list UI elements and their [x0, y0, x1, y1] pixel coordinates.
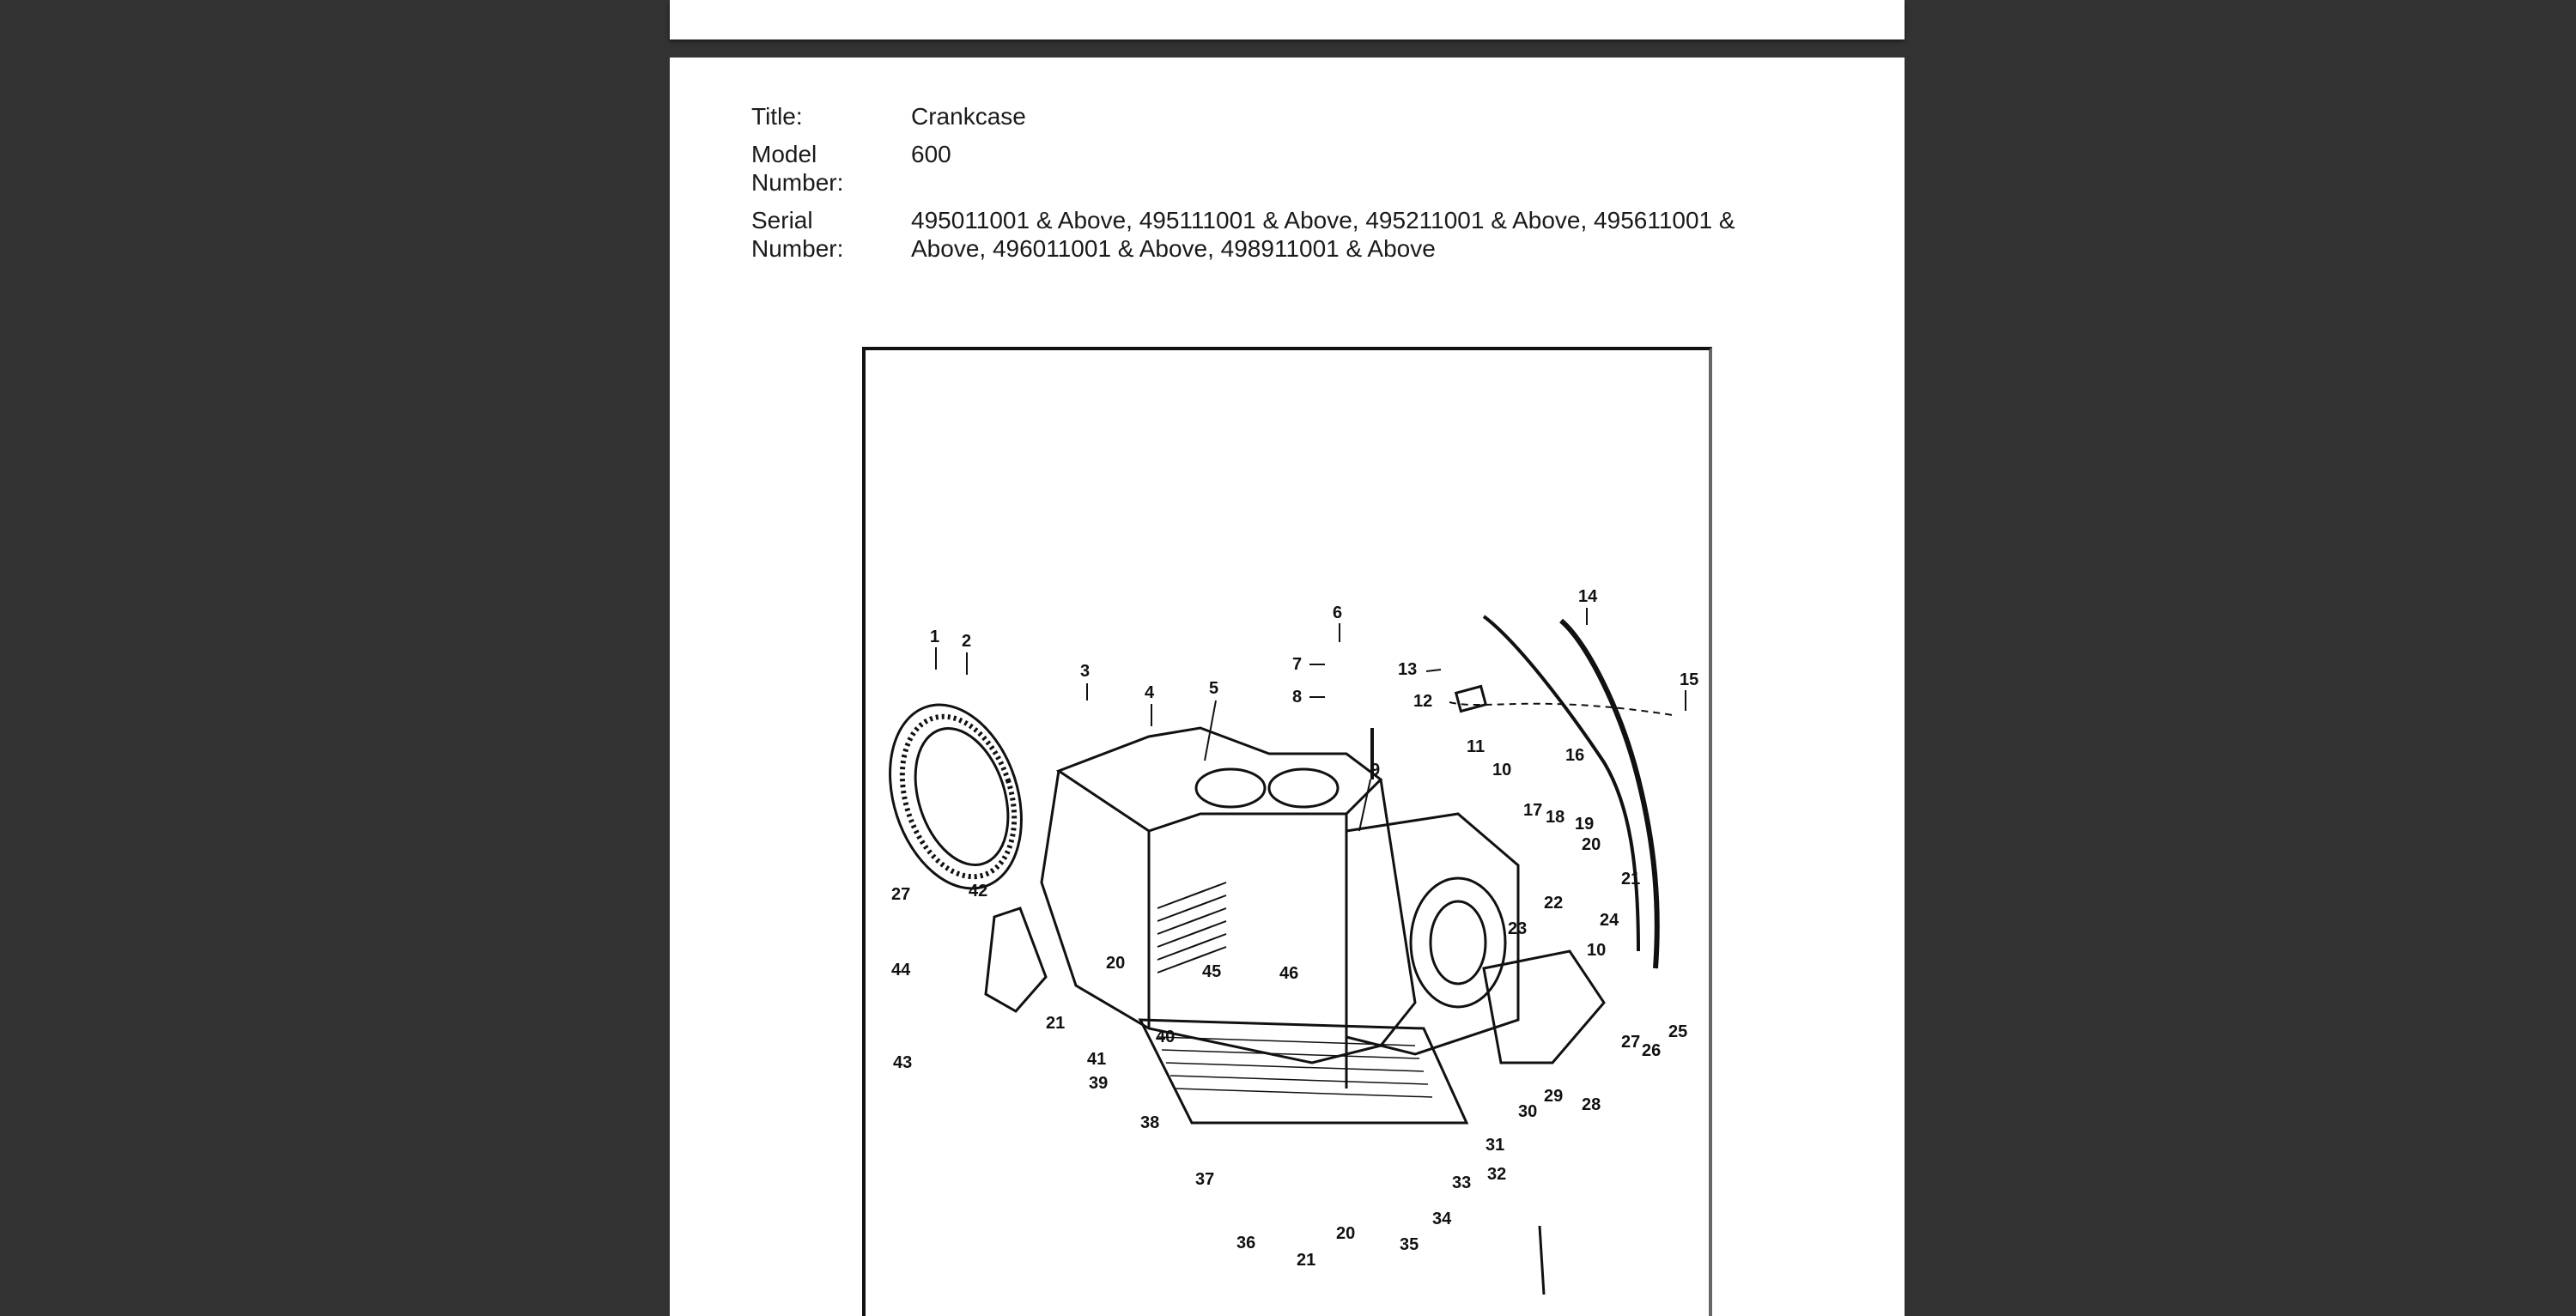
- document-page: Title: Crankcase Model Number: 600 Seria…: [670, 58, 1905, 1316]
- callout-8: 8: [1292, 688, 1302, 707]
- crankcase-block: [984, 615, 1674, 1295]
- callout-20-a: 20: [1582, 835, 1601, 854]
- callout-16: 16: [1565, 746, 1584, 765]
- callout-10-b: 10: [1587, 941, 1606, 960]
- callout-41: 41: [1087, 1050, 1106, 1069]
- callout-11: 11: [1467, 737, 1485, 756]
- part-info-table: Title: Crankcase Model Number: 600 Seria…: [751, 102, 1770, 272]
- callout-18: 18: [1546, 808, 1564, 827]
- callout-5: 5: [1209, 679, 1218, 698]
- serial-value: 495011001 & Above, 495111001 & Above, 49…: [911, 207, 1735, 262]
- crankcase-exploded-diagram: 1 2 3 4 5 6 7 8 9 10 10 11 12 13 14 15 1: [862, 347, 1712, 1316]
- callout-40: 40: [1156, 1028, 1175, 1046]
- callout-38: 38: [1140, 1113, 1159, 1132]
- callout-9: 9: [1370, 761, 1380, 779]
- callout-6: 6: [1333, 603, 1342, 622]
- callout-3: 3: [1080, 662, 1090, 681]
- callout-labels: 1 2 3 4 5 6 7 8 9 10 10 11 12 13 14 15 1: [891, 587, 1698, 1270]
- callout-13: 13: [1398, 660, 1417, 679]
- callout-32: 32: [1487, 1165, 1506, 1184]
- callout-17: 17: [1523, 801, 1542, 820]
- callout-25: 25: [1668, 1022, 1687, 1041]
- callout-22: 22: [1544, 894, 1563, 913]
- previous-page: [670, 0, 1905, 39]
- model-row: Model Number: 600: [751, 140, 1770, 206]
- flywheel-ring: [889, 703, 1023, 890]
- callout-29: 29: [1544, 1087, 1563, 1106]
- leader-lines: [935, 608, 1686, 832]
- callout-14: 14: [1578, 587, 1598, 606]
- model-value: 600: [911, 141, 951, 167]
- callout-1: 1: [930, 628, 939, 646]
- callout-33: 33: [1452, 1173, 1471, 1192]
- callout-36: 36: [1236, 1234, 1255, 1252]
- callout-42: 42: [969, 882, 987, 901]
- callout-10-a: 10: [1492, 761, 1511, 779]
- callout-30: 30: [1518, 1102, 1537, 1121]
- callout-34: 34: [1432, 1210, 1452, 1228]
- callout-15: 15: [1680, 670, 1698, 689]
- callout-23: 23: [1508, 919, 1527, 938]
- callout-4: 4: [1145, 683, 1155, 702]
- callout-39: 39: [1089, 1074, 1108, 1093]
- callout-20-c: 20: [1336, 1224, 1355, 1243]
- callout-35: 35: [1400, 1235, 1419, 1254]
- callout-12: 12: [1413, 692, 1432, 711]
- title-value: Crankcase: [911, 103, 1026, 130]
- serial-label: Serial Number:: [751, 207, 844, 262]
- serial-row: Serial Number: 495011001 & Above, 495111…: [751, 206, 1770, 272]
- callout-31: 31: [1485, 1136, 1504, 1155]
- callout-46: 46: [1279, 964, 1298, 983]
- callout-24: 24: [1600, 911, 1619, 930]
- callout-21-b: 21: [1046, 1014, 1065, 1033]
- callout-43: 43: [893, 1053, 912, 1072]
- callout-28: 28: [1582, 1095, 1601, 1114]
- callout-27-b: 27: [891, 885, 910, 904]
- callout-20-b: 20: [1106, 954, 1125, 973]
- callout-21-c: 21: [1297, 1251, 1315, 1270]
- callout-7: 7: [1292, 655, 1302, 674]
- callout-2: 2: [962, 632, 971, 651]
- diagram-drawing: 1 2 3 4 5 6 7 8 9 10 10 11 12 13 14 15 1: [889, 587, 1698, 1295]
- callout-37: 37: [1195, 1170, 1214, 1189]
- callout-45: 45: [1202, 962, 1221, 981]
- callout-26: 26: [1642, 1041, 1661, 1060]
- title-label: Title:: [751, 103, 803, 130]
- title-row: Title: Crankcase: [751, 102, 1770, 140]
- callout-21-a: 21: [1621, 870, 1640, 888]
- callout-27-a: 27: [1621, 1033, 1640, 1052]
- callout-44: 44: [891, 961, 911, 979]
- model-label: Model Number:: [751, 141, 844, 196]
- callout-19: 19: [1575, 815, 1594, 834]
